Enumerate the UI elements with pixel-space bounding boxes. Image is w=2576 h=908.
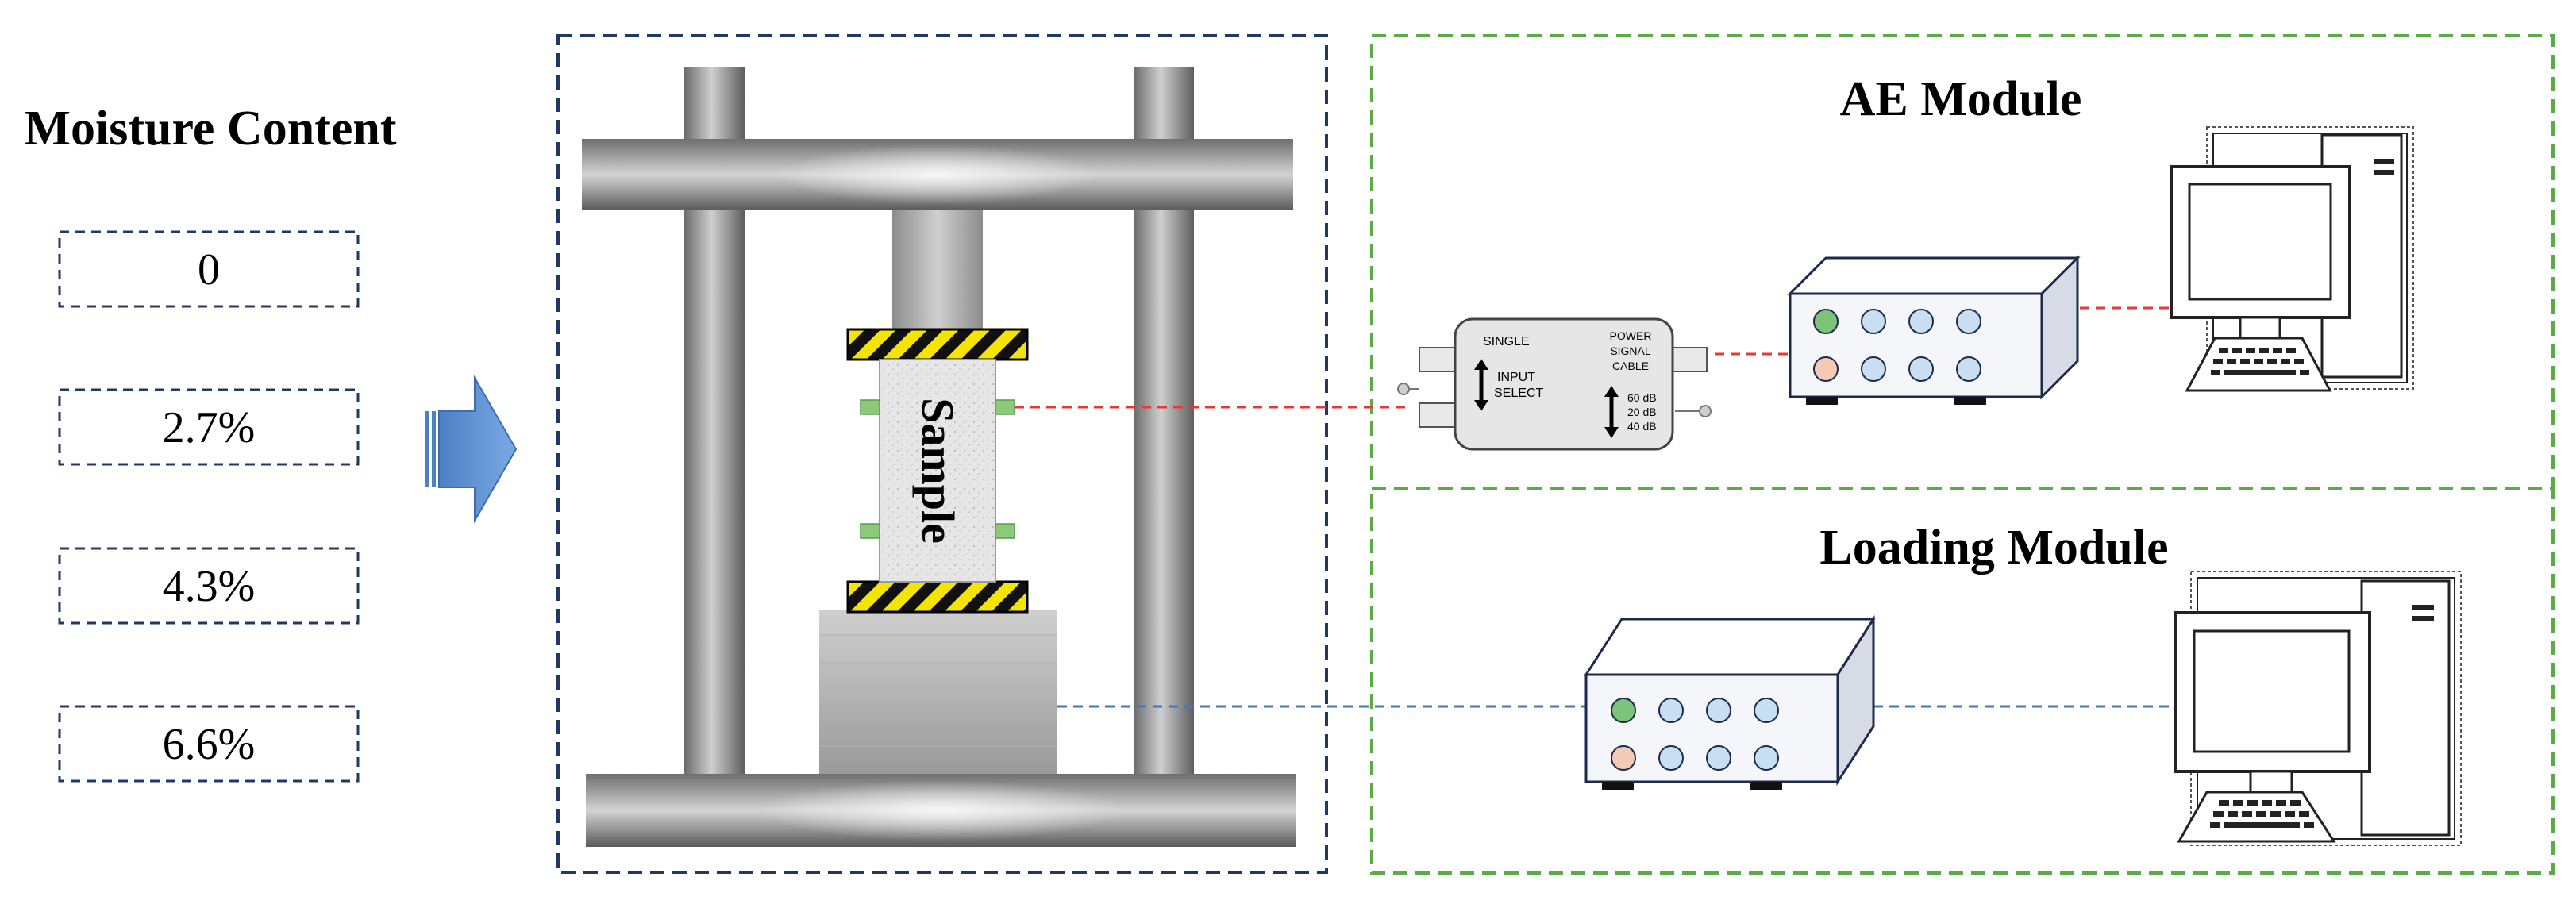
- lower-platen: [846, 580, 1029, 614]
- desktop-computer-icon: [2170, 126, 2414, 392]
- ae-module-title: AE Module: [1840, 72, 2082, 126]
- loading-frame-border: [556, 34, 1328, 874]
- preamp-gain-20: 20 dB: [1627, 406, 1657, 418]
- sample: Sample: [879, 359, 996, 583]
- preamp-gain-60: 60 dB: [1627, 391, 1657, 404]
- moisture-level-box: 2.7%: [58, 388, 360, 466]
- preamp-signal-label: SIGNAL: [1610, 344, 1651, 357]
- sample-label: Sample: [912, 398, 964, 544]
- loading-module-title: Loading Module: [1819, 521, 2168, 575]
- moisture-level-value: 2.7%: [163, 403, 256, 452]
- upper-platen: [846, 328, 1029, 361]
- loading-module-border: [1370, 487, 2555, 875]
- preamp-select-label: SELECT: [1494, 387, 1543, 400]
- preamp-power-label: POWER: [1610, 329, 1652, 342]
- moisture-content-title: Moisture Content: [25, 102, 397, 156]
- ae-sensor: [860, 399, 880, 415]
- data-acquisition-box-icon: [1584, 614, 1876, 790]
- preamplifier-icon: SINGLE INPUT SELECT POWER SIGNAL CABLE 6…: [1397, 317, 1712, 451]
- desktop-computer-icon: [2174, 571, 2462, 846]
- preamp-cable-label: CABLE: [1612, 360, 1649, 372]
- moisture-level-box: 4.3%: [58, 547, 360, 625]
- loading-frame: [582, 67, 1296, 847]
- ae-sensor: [995, 523, 1015, 539]
- moisture-level-value: 4.3%: [163, 562, 256, 611]
- preamp-input-label: INPUT: [1497, 371, 1535, 384]
- data-acquisition-box-icon: [1787, 255, 2081, 405]
- moisture-level-value: 6.6%: [163, 720, 256, 769]
- ae-sensor: [860, 523, 880, 539]
- preamp-single-label: SINGLE: [1483, 335, 1530, 348]
- ae-sensor: [995, 399, 1015, 415]
- preamp-gain-40: 40 dB: [1627, 420, 1657, 433]
- moisture-level-box: 0: [58, 230, 360, 308]
- moisture-level-value: 0: [198, 245, 220, 294]
- right-arrow-icon: [425, 375, 518, 524]
- moisture-level-box: 6.6%: [58, 705, 360, 783]
